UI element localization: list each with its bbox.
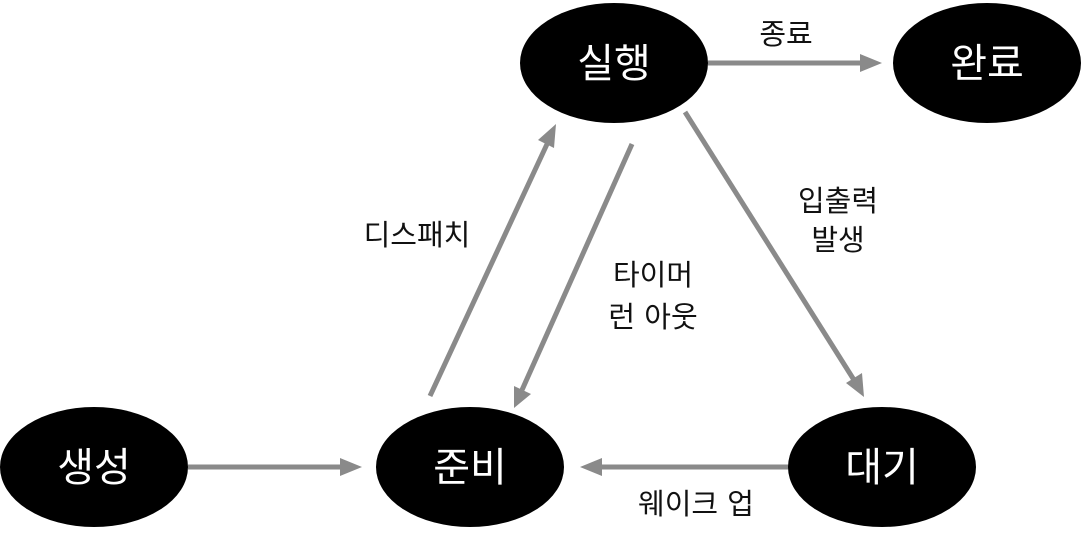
label-dispatch: 디스패치 xyxy=(364,218,471,252)
state-done-label: 완료 xyxy=(950,41,1024,87)
label-timer-run-out-line2: 런 아웃 xyxy=(608,300,697,334)
state-created-label: 생성 xyxy=(57,445,131,491)
state-created: 생성 xyxy=(0,407,188,527)
edge-running-to-ready xyxy=(514,142,635,408)
label-io-line1: 입출력 xyxy=(798,184,878,218)
state-ready: 준비 xyxy=(376,407,564,527)
label-wakeup: 웨이크 업 xyxy=(638,487,754,521)
edge-running-to-done xyxy=(708,54,882,72)
state-waiting-label: 대기 xyxy=(845,445,919,491)
edge-ready-to-running xyxy=(427,124,556,398)
state-running-label: 실행 xyxy=(577,41,651,87)
state-running: 실행 xyxy=(520,3,708,123)
label-exit: 종료 xyxy=(759,17,812,51)
label-timer-run-out-line1: 타이머 xyxy=(613,258,693,292)
state-waiting: 대기 xyxy=(788,407,976,527)
edge-created-to-ready xyxy=(188,458,362,476)
state-ready-label: 준비 xyxy=(433,445,507,491)
edge-running-to-waiting xyxy=(682,110,864,397)
label-io-line2: 발생 xyxy=(811,223,864,257)
edge-waiting-to-ready xyxy=(580,458,790,476)
state-done: 완료 xyxy=(893,3,1081,123)
